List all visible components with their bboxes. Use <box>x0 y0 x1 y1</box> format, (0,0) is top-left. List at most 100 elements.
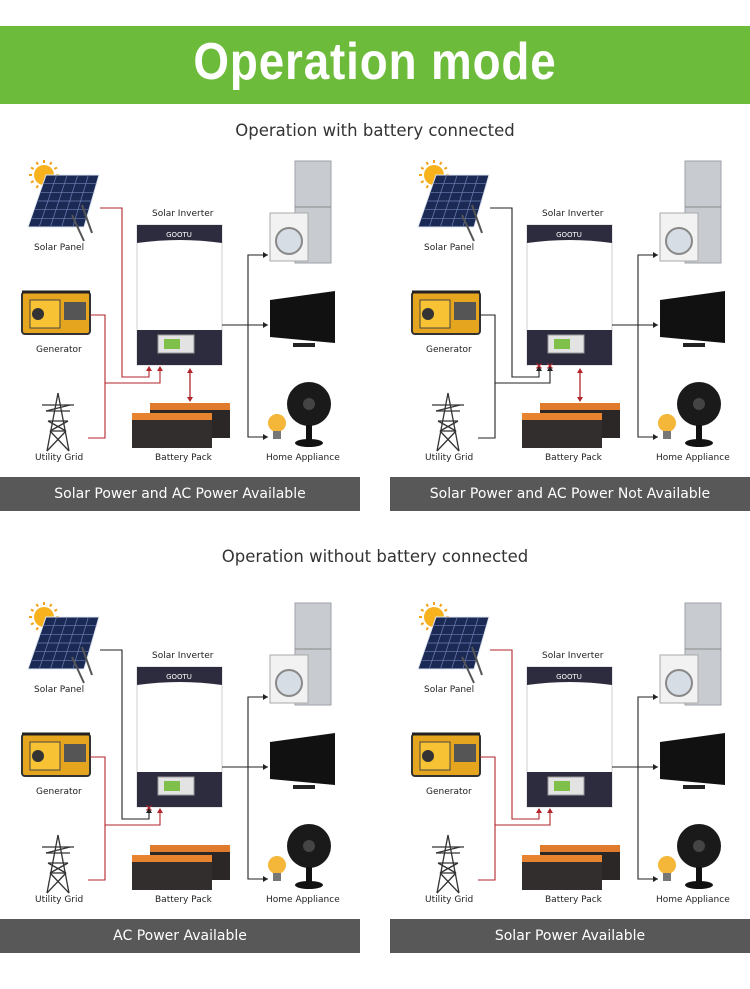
tv-icon <box>270 733 335 789</box>
light-bulb-icon <box>658 414 676 439</box>
label-solar-inverter: Solar Inverter <box>152 209 214 219</box>
label-utility-grid: Utility Grid <box>425 453 474 463</box>
arrow-icon <box>187 397 193 402</box>
solar-panel-icon <box>27 616 100 684</box>
brand-logo: GOOTU <box>556 231 582 239</box>
connection-wires <box>478 649 658 881</box>
panel-graphic: GOOTU×× <box>411 160 725 452</box>
arrow-icon <box>157 366 163 371</box>
label-battery-pack: Battery Pack <box>545 895 602 905</box>
connection-wires <box>88 207 268 439</box>
brand-logo: GOOTU <box>166 231 192 239</box>
fan-icon <box>287 382 331 447</box>
generator-icon <box>21 290 91 335</box>
solar-panel-icon <box>27 174 100 242</box>
brand-logo: GOOTU <box>166 673 192 681</box>
panel-graphic: GOOTU <box>411 602 725 894</box>
label-home-appliance: Home Appliance <box>266 895 340 905</box>
washing-machine-icon <box>269 654 309 704</box>
arrow-icon <box>263 694 268 700</box>
label-home-appliance: Home Appliance <box>656 895 730 905</box>
label-solar-panel: Solar Panel <box>424 685 475 695</box>
arrow-icon <box>653 252 658 258</box>
battery-pack-icon <box>522 845 620 890</box>
label-utility-grid: Utility Grid <box>35 895 84 905</box>
solar-inverter-icon <box>526 666 613 808</box>
arrow-icon <box>653 764 658 770</box>
page-title: Operation mode <box>193 33 557 91</box>
fan-icon <box>677 382 721 447</box>
light-bulb-icon <box>268 414 286 439</box>
label-solar-inverter: Solar Inverter <box>542 209 604 219</box>
label-utility-grid: Utility Grid <box>425 895 474 905</box>
section-title-with-battery: Operation with battery connected <box>235 121 515 140</box>
label-generator: Generator <box>426 345 472 355</box>
connection-wires <box>88 649 268 881</box>
arrow-icon <box>263 322 268 328</box>
mode-caption-1: Solar Power and AC Power Available <box>0 477 360 511</box>
mode-caption-2: Solar Power and AC Power Not Available <box>390 477 750 511</box>
washing-machine-icon <box>659 654 699 704</box>
label-generator: Generator <box>36 345 82 355</box>
battery-pack-icon <box>132 845 230 890</box>
label-utility-grid: Utility Grid <box>35 453 84 463</box>
tv-icon <box>660 291 725 347</box>
battery-pack-icon <box>522 403 620 448</box>
section-title-without-battery: Operation without battery connected <box>221 547 529 566</box>
solar-inverter-icon <box>136 224 223 366</box>
battery-pack-icon <box>132 403 230 448</box>
generator-icon <box>411 290 481 335</box>
tv-icon <box>660 733 725 789</box>
arrow-icon <box>577 368 583 373</box>
washing-machine-icon <box>659 212 699 262</box>
label-solar-panel: Solar Panel <box>34 243 85 253</box>
arrow-icon <box>263 252 268 258</box>
label-generator: Generator <box>36 787 82 797</box>
generator-icon <box>21 732 91 777</box>
label-solar-inverter: Solar Inverter <box>542 651 604 661</box>
arrow-icon <box>146 366 152 371</box>
label-battery-pack: Battery Pack <box>545 453 602 463</box>
label-solar-panel: Solar Panel <box>424 243 475 253</box>
arrow-icon <box>536 808 542 813</box>
label-generator: Generator <box>426 787 472 797</box>
arrow-icon <box>577 397 583 402</box>
solar-panel-icon <box>417 174 490 242</box>
solar-inverter-icon <box>526 224 613 366</box>
label-solar-panel: Solar Panel <box>34 685 85 695</box>
panel-graphic: GOOTU <box>21 160 335 452</box>
arrow-icon <box>187 368 193 373</box>
blocked-mark: × <box>535 361 543 372</box>
arrow-icon <box>653 434 658 440</box>
light-bulb-icon <box>268 856 286 881</box>
arrow-icon <box>653 322 658 328</box>
blocked-mark: × <box>145 803 153 814</box>
arrow-icon <box>547 366 553 371</box>
arrow-icon <box>263 434 268 440</box>
label-home-appliance: Home Appliance <box>266 453 340 463</box>
label-solar-inverter: Solar Inverter <box>152 651 214 661</box>
utility-pylon-icon <box>432 392 464 452</box>
fan-icon <box>677 824 721 889</box>
arrow-icon <box>547 808 553 813</box>
fan-icon <box>287 824 331 889</box>
arrow-icon <box>157 808 163 813</box>
mode-caption-3: AC Power Available <box>0 919 360 953</box>
label-battery-pack: Battery Pack <box>155 453 212 463</box>
connection-wires <box>478 207 658 439</box>
arrow-icon <box>146 808 152 813</box>
label-battery-pack: Battery Pack <box>155 895 212 905</box>
panel-graphic: GOOTU × <box>21 602 335 894</box>
generator-icon <box>411 732 481 777</box>
label-home-appliance: Home Appliance <box>656 453 730 463</box>
utility-pylon-icon <box>42 834 74 894</box>
arrow-icon <box>263 764 268 770</box>
brand-logo: GOOTU <box>556 673 582 681</box>
arrow-icon <box>263 876 268 882</box>
tv-icon <box>270 291 335 347</box>
light-bulb-icon <box>658 856 676 881</box>
